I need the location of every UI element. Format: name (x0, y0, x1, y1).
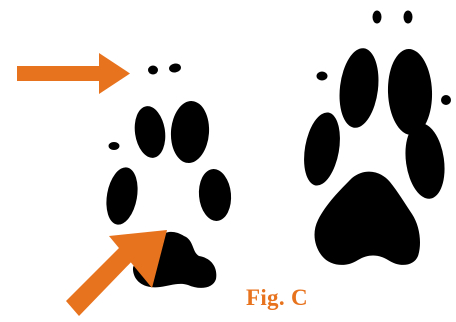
left-toe-pad (169, 100, 211, 164)
right-claw-mark (404, 11, 413, 24)
figure-caption: Fig. C (246, 286, 308, 309)
right-toe-pad (387, 48, 434, 135)
right-heel-pad (315, 172, 420, 265)
left-toe-pad (102, 165, 142, 227)
right-paw-print (299, 11, 451, 265)
right-claw-mark (441, 95, 451, 105)
left-claw-mark (148, 66, 158, 75)
right-claw-mark (373, 11, 382, 24)
left-claw-mark (109, 142, 120, 150)
bottom-arrow (66, 230, 167, 316)
right-toe-pad (299, 110, 345, 189)
left-toe-pad (197, 168, 233, 223)
left-toe-pad (132, 104, 169, 160)
top-arrow (17, 53, 130, 94)
left-claw-mark (168, 63, 181, 74)
left-toe-pads (102, 100, 233, 227)
right-toe-pad (335, 46, 382, 130)
right-claw-mark (317, 72, 328, 81)
